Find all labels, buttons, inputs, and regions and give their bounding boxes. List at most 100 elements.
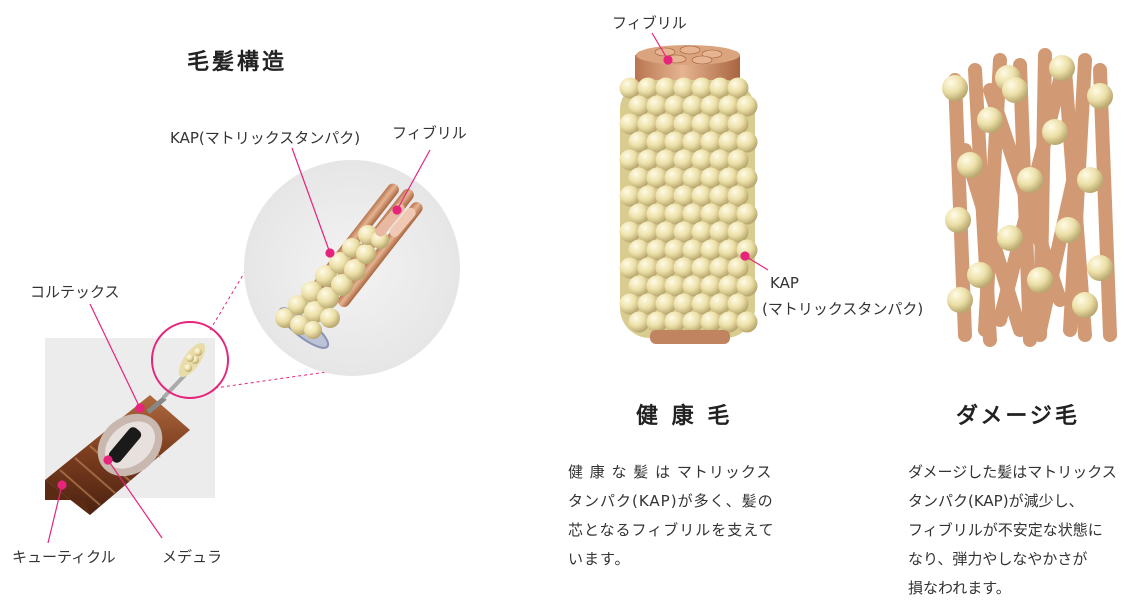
kap-sphere xyxy=(1027,267,1053,293)
kap-sphere xyxy=(655,77,677,99)
cortex-label: コルテックス xyxy=(30,283,120,301)
kap-sphere xyxy=(727,149,749,171)
damaged-desc-line: なり、弾力やしなやかさが xyxy=(908,550,1088,568)
kap-sphere xyxy=(1077,167,1103,193)
fibril-rod xyxy=(1093,63,1117,342)
kap-sphere xyxy=(673,293,695,315)
kap-sphere xyxy=(718,95,740,117)
kap-sphere xyxy=(637,293,659,315)
kap-sphere xyxy=(682,311,704,333)
kap-sphere xyxy=(727,185,749,207)
kap-sphere xyxy=(673,149,695,171)
kap-sphere xyxy=(700,167,722,189)
healthy-hair-description: 健 康 な 髪 は マトリックス タンパク(KAP)が多く、髪の 芯となるフィブ… xyxy=(568,458,818,574)
small-bundle xyxy=(178,342,206,378)
kap-sphere xyxy=(691,149,713,171)
kap-sphere xyxy=(1049,55,1075,81)
damaged-hair-description: ダメージした髪はマトリックス タンパク(KAP)が減少し、 フィブリルが不安定な… xyxy=(908,458,1140,603)
kap-sphere xyxy=(628,95,650,117)
healthy-desc-line: います。 xyxy=(568,550,631,568)
kap-sphere xyxy=(1087,83,1113,109)
kap-sphere xyxy=(628,311,650,333)
kap-sphere xyxy=(967,262,993,288)
kap-sphere xyxy=(691,77,713,99)
kap-sphere xyxy=(628,239,650,261)
hair-strand xyxy=(45,373,190,515)
kap-sphere xyxy=(646,311,668,333)
kap-sphere xyxy=(637,149,659,171)
kap-sphere xyxy=(655,149,677,171)
kap-sphere xyxy=(664,203,686,225)
kap-sphere xyxy=(664,239,686,261)
kap-sphere xyxy=(637,221,659,243)
fibril-label-right: フィブリル xyxy=(612,14,687,32)
medulla-label: メデュラ xyxy=(162,548,223,566)
kap-sphere xyxy=(673,221,695,243)
kap-label: KAP(マトリックスタンパク) xyxy=(170,129,361,147)
kap-sphere xyxy=(619,149,641,171)
kap-sphere xyxy=(736,203,758,225)
kap-sphere xyxy=(709,185,731,207)
kap-sphere xyxy=(619,77,641,99)
kap-sphere xyxy=(736,95,758,117)
kap-sphere xyxy=(709,221,731,243)
kap-sphere xyxy=(673,77,695,99)
kap-sphere xyxy=(709,293,731,315)
hair-structure-title: 毛髪構造 xyxy=(187,50,288,75)
kap-sphere xyxy=(977,107,1003,133)
kap-sphere xyxy=(945,207,971,233)
kap-sphere xyxy=(664,275,686,297)
kap-sphere xyxy=(727,77,749,99)
kap-sphere xyxy=(1002,77,1028,103)
kap-sphere xyxy=(619,257,641,279)
kap-label-right-line2: (マトリックスタンパク) xyxy=(762,300,924,318)
kap-sphere xyxy=(673,257,695,279)
kap-sphere xyxy=(646,275,668,297)
kap-sphere xyxy=(646,167,668,189)
kap-sphere xyxy=(646,95,668,117)
kap-sphere xyxy=(1017,167,1043,193)
kap-sphere xyxy=(736,131,758,153)
kap-sphere xyxy=(691,185,713,207)
kap-sphere xyxy=(727,113,749,135)
kap-sphere xyxy=(700,203,722,225)
kap-sphere xyxy=(646,203,668,225)
kap-sphere xyxy=(664,167,686,189)
zoom-circle-small xyxy=(151,321,229,399)
kap-sphere xyxy=(673,185,695,207)
damaged-desc-line: 損なわれます。 xyxy=(908,579,1011,597)
kap-sphere xyxy=(718,131,740,153)
kap-sphere xyxy=(691,293,713,315)
kap-sphere xyxy=(646,131,668,153)
kap-sphere xyxy=(700,95,722,117)
fibril-label-left: フィブリル xyxy=(392,124,467,142)
kap-sphere xyxy=(957,152,983,178)
kap-sphere xyxy=(727,221,749,243)
kap-sphere xyxy=(718,311,740,333)
kap-sphere xyxy=(628,275,650,297)
kap-sphere xyxy=(942,75,968,101)
kap-sphere xyxy=(619,185,641,207)
kap-sphere xyxy=(619,113,641,135)
cuticle-label: キューティクル xyxy=(12,548,116,566)
kap-sphere xyxy=(691,257,713,279)
kap-sphere xyxy=(682,167,704,189)
kap-sphere xyxy=(637,257,659,279)
kap-label-right-line1: KAP xyxy=(770,274,799,292)
damaged-desc-line: タンパク(KAP)が減少し、 xyxy=(908,492,1084,510)
kap-sphere xyxy=(619,293,641,315)
kap-sphere xyxy=(682,239,704,261)
kap-sphere xyxy=(637,77,659,99)
kap-sphere xyxy=(736,311,758,333)
kap-sphere xyxy=(736,275,758,297)
kap-sphere xyxy=(664,131,686,153)
kap-sphere xyxy=(664,95,686,117)
kap-sphere xyxy=(718,239,740,261)
large-bundle-spheres xyxy=(275,225,389,339)
kap-sphere xyxy=(727,293,749,315)
kap-sphere xyxy=(682,131,704,153)
kap-sphere xyxy=(709,149,731,171)
kap-sphere xyxy=(637,113,659,135)
kap-sphere xyxy=(1055,217,1081,243)
